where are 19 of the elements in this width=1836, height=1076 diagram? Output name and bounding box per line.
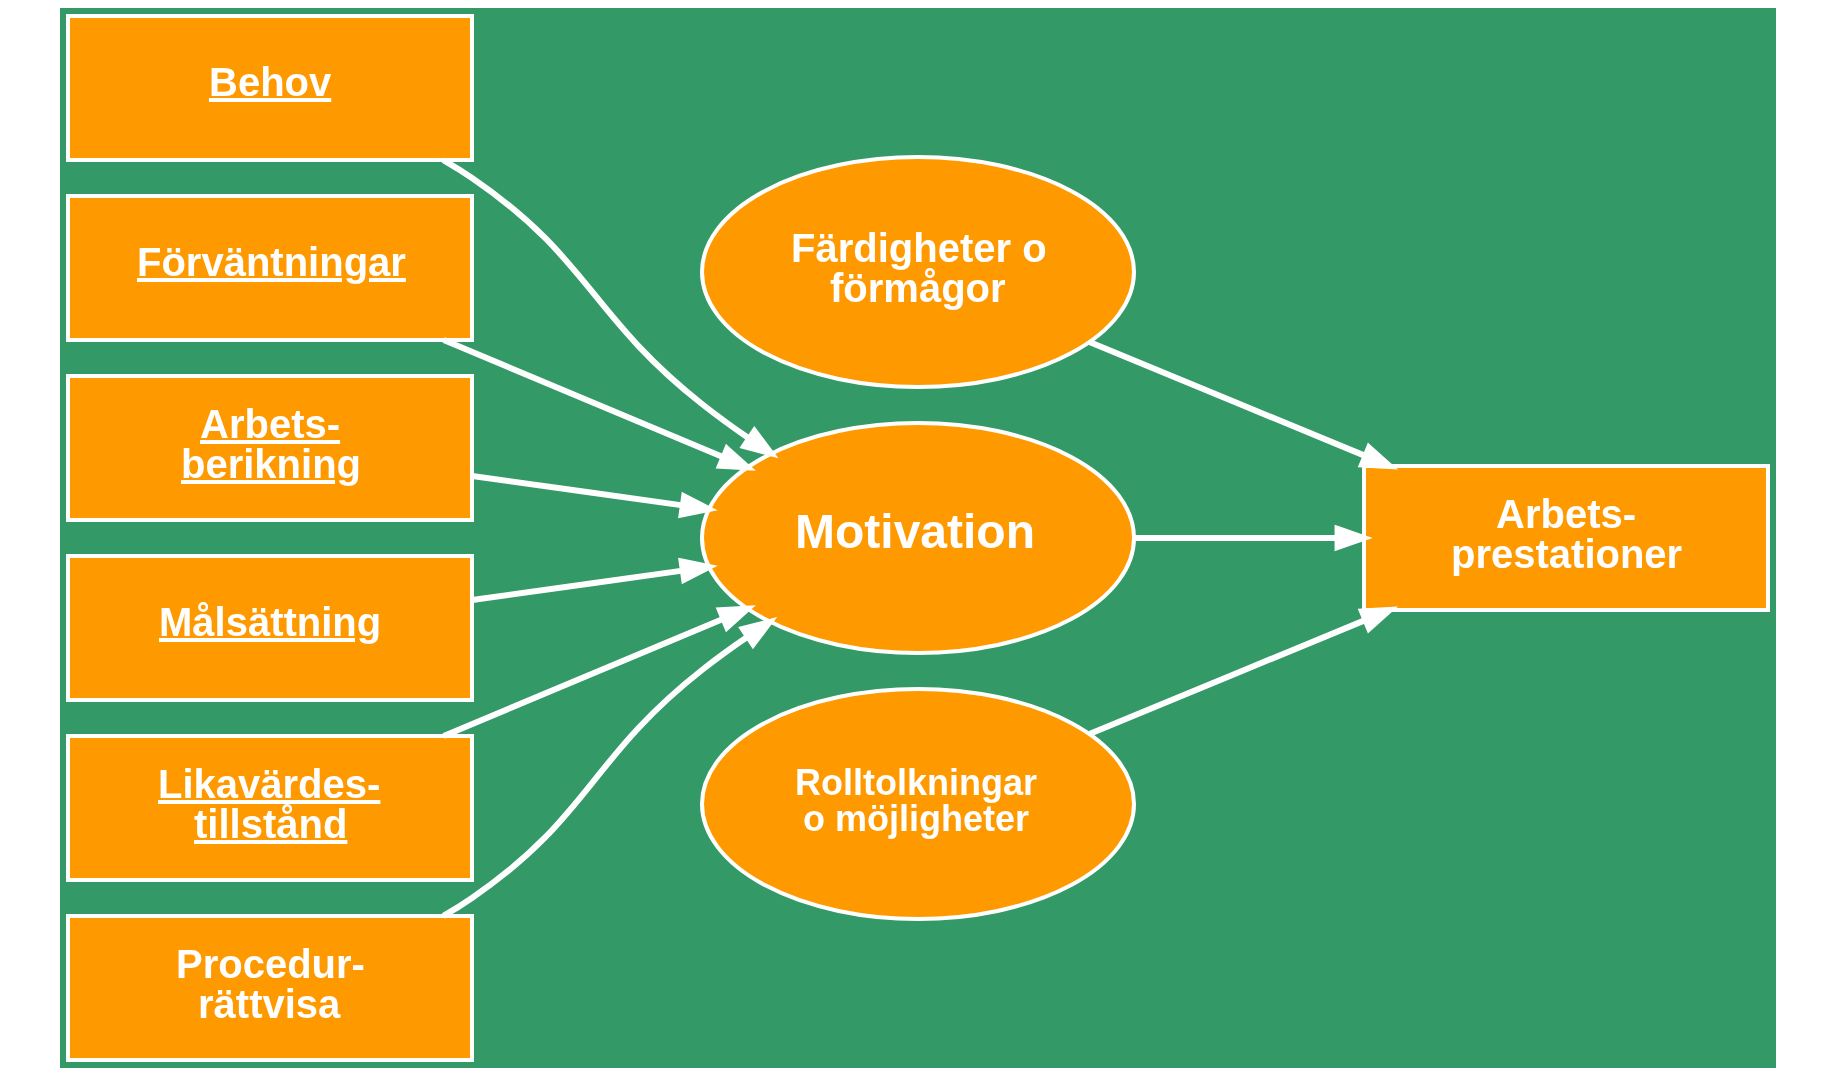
node-box: Procedur- rättvisa bbox=[66, 914, 474, 1062]
arrow bbox=[1088, 606, 1399, 737]
node-box: Behov bbox=[66, 14, 474, 162]
arrow bbox=[442, 337, 756, 471]
node-ellipse: Färdigheter o förmågor bbox=[700, 155, 1136, 389]
node-box: Målsättning bbox=[66, 554, 474, 702]
node-box: Likavärdes- tillstånd bbox=[66, 734, 474, 882]
arrow bbox=[471, 473, 718, 519]
arrow bbox=[471, 557, 718, 603]
arrow bbox=[441, 157, 779, 459]
arrow bbox=[442, 605, 756, 739]
arrow bbox=[1134, 524, 1373, 552]
node-ellipse: Motivation bbox=[700, 421, 1136, 655]
arrow bbox=[1088, 339, 1399, 470]
node-box: Arbets- prestationer bbox=[1362, 464, 1770, 612]
node-ellipse: Rolltolkningar o möjligheter bbox=[700, 687, 1136, 921]
node-box: Förväntningar bbox=[66, 194, 474, 342]
node-box: Arbets- berikning bbox=[66, 374, 474, 522]
arrow bbox=[441, 617, 778, 919]
